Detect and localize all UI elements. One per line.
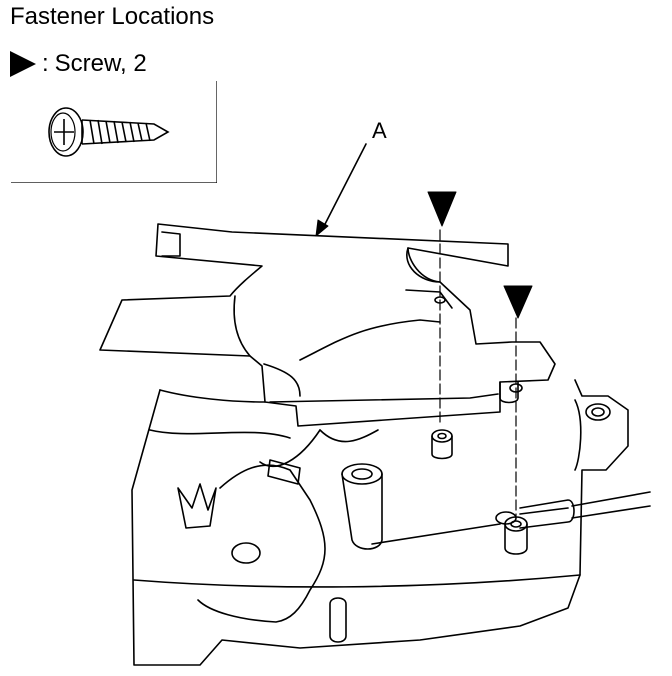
fastener-marker-2 [503, 285, 533, 319]
page-title: Fastener Locations [10, 3, 215, 30]
latch-housing [131, 379, 629, 666]
screw-alignment-lines [439, 229, 517, 517]
fastener-legend: :Screw, 2 [8, 48, 147, 80]
screw-icon [48, 107, 170, 157]
legend-label: Screw, 2 [54, 50, 147, 77]
bracket-a [99, 223, 556, 467]
lever-post [341, 463, 383, 550]
callout-label-a: A [372, 118, 387, 143]
right-triangle-icon [10, 51, 36, 77]
right-boss [585, 403, 611, 421]
legend-label-group: :Screw, 2 [38, 49, 147, 79]
screw-standoff-1 [431, 429, 453, 460]
legend-separator: : [42, 50, 49, 77]
screw-standoff-2 [504, 516, 528, 555]
fastener-marker-1 [427, 191, 457, 227]
screw-illustration-box [10, 80, 217, 183]
latch-cable [371, 491, 651, 545]
callout-a-leader [315, 143, 367, 237]
